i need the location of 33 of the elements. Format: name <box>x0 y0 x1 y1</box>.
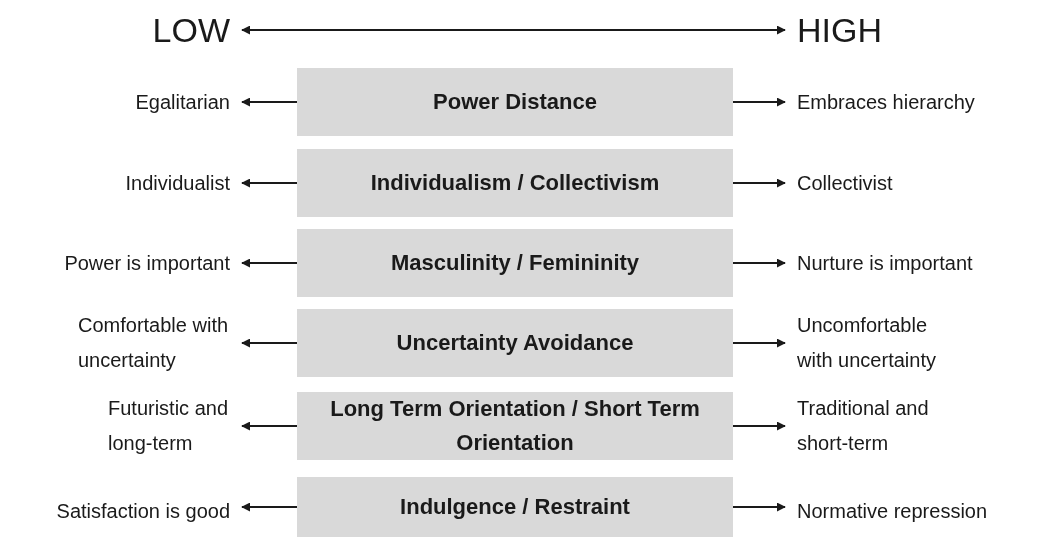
arrow <box>732 178 786 188</box>
arrow <box>732 502 786 512</box>
arrow <box>732 258 786 268</box>
description-text: Individualist <box>124 165 230 201</box>
arrow <box>241 502 298 512</box>
arrow <box>241 25 786 35</box>
dimension-box: Masculinity / Femininity <box>297 229 733 297</box>
scale-label: LOW <box>152 10 230 50</box>
arrow <box>732 97 786 107</box>
arrow <box>732 338 786 348</box>
scale-label: HIGH <box>797 10 882 50</box>
description-text: Uncomfortable with uncertainty <box>797 308 937 378</box>
description-text: Egalitarian <box>134 84 230 120</box>
dimension-box: Power Distance <box>297 68 733 136</box>
description-text: Normative repression <box>797 493 989 529</box>
description-text: Satisfaction is good <box>55 493 230 529</box>
arrow <box>241 178 298 188</box>
description-text: Nurture is important <box>797 245 974 281</box>
arrow <box>241 97 298 107</box>
arrow <box>241 258 298 268</box>
description-text: Futuristic and long-term <box>108 391 230 461</box>
description-text: Power is important <box>63 245 230 281</box>
dimension-box: Individualism / Collectivism <box>297 149 733 217</box>
description-text: Traditional and short-term <box>797 391 930 461</box>
dimension-box: Long Term Orientation / Short Term Orientation <box>297 392 733 460</box>
description-text: Comfortable with uncertainty <box>78 308 230 378</box>
dimension-box: Uncertainty Avoidance <box>297 309 733 377</box>
arrow <box>241 338 298 348</box>
dimension-box: Indulgence / Restraint <box>297 477 733 537</box>
arrow <box>732 421 786 431</box>
description-text: Collectivist <box>797 165 894 201</box>
description-text: Embraces hierarchy <box>797 84 976 120</box>
arrow <box>241 421 298 431</box>
